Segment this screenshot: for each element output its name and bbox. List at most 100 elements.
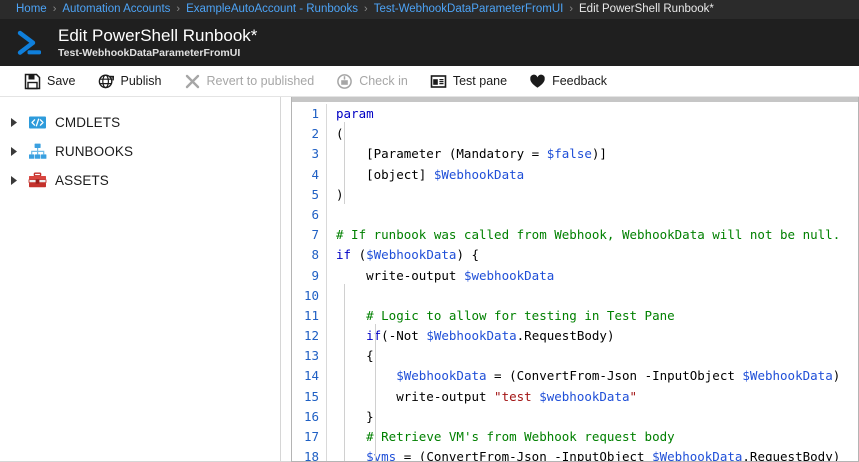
- code-line: 13 {: [292, 346, 858, 367]
- gutter-divider: [326, 144, 327, 165]
- check-in-icon: [336, 73, 359, 90]
- code-line: 6: [292, 204, 858, 226]
- sidebar-item-cmdlets[interactable]: CMDLETS: [0, 108, 280, 137]
- code-line-text: {: [327, 346, 374, 366]
- code-line-text: [327, 286, 336, 306]
- panel-splitter[interactable]: [281, 97, 291, 462]
- code-line-text: # Logic to allow for testing in Test Pan…: [327, 306, 675, 326]
- toolbar-check-in-button: Check in: [336, 66, 408, 96]
- library-sidebar: CMDLETS RUNBOOKS ASSETS: [0, 97, 281, 462]
- line-number: 14: [303, 368, 319, 384]
- code-token-plain: [336, 429, 366, 444]
- gutter-divider: [326, 366, 327, 387]
- code-token-var: $webhookData: [463, 267, 555, 283]
- code-token-plain: [Parameter (Mandatory =: [336, 146, 547, 162]
- code-line-text: }: [327, 407, 374, 427]
- gutter-divider: [326, 447, 327, 461]
- toolbar-test-pane-button[interactable]: Test pane: [430, 66, 507, 96]
- sidebar-item-runbooks[interactable]: RUNBOOKS: [0, 137, 280, 166]
- gutter-divider: [326, 164, 327, 185]
- breadcrumb-item[interactable]: ExampleAutoAccount - Runbooks: [186, 3, 359, 15]
- line-number: 17: [303, 429, 319, 444]
- code-line: 4 [object] $WebhookData: [292, 164, 858, 185]
- gutter-divider: [326, 124, 327, 145]
- breadcrumb-item[interactable]: Automation Accounts: [62, 3, 171, 15]
- sidebar-item-label: ASSETS: [55, 173, 109, 188]
- breadcrumb-separator-icon: ›: [569, 3, 573, 15]
- code-token-plain: ) {: [456, 247, 480, 263]
- breadcrumb-item[interactable]: Test-WebhookDataParameterFromUI: [373, 3, 564, 15]
- gutter-divider: [326, 265, 327, 286]
- indent-guide: [344, 122, 345, 204]
- code-line-text: [object] $WebhookData: [327, 165, 524, 185]
- code-line: 5): [292, 184, 858, 205]
- code-token-plain: )]: [591, 146, 607, 162]
- code-line-text: param: [327, 104, 374, 124]
- code-line-text: $vms = (ConvertFrom-Json -InputObject $W…: [327, 447, 840, 461]
- code-token-var: $WebhookData: [396, 368, 487, 384]
- breadcrumb-separator-icon: ›: [52, 3, 57, 15]
- code-token-cmt: # If runbook was called from Webhook, We…: [336, 227, 841, 243]
- code-token-plain: }: [336, 408, 374, 424]
- toolbar-item-label: Revert to published: [206, 74, 315, 88]
- toolbar-publish-button[interactable]: Publish: [98, 66, 162, 96]
- breadcrumb-separator-icon: ›: [176, 3, 181, 15]
- toolbar-item-label: Save: [47, 74, 76, 88]
- code-token-plain: ): [832, 368, 841, 384]
- code-token-plain: [336, 308, 366, 323]
- code-token-var: $WebhookData: [742, 368, 833, 384]
- code-line-text: write-output "test $webhookData": [327, 387, 637, 407]
- line-number: 16: [303, 408, 319, 424]
- code-token-str: "test: [494, 388, 540, 404]
- code-line-text: write-output $webhookData: [327, 266, 554, 286]
- powershell-logo-icon: [14, 27, 48, 59]
- toolbar-save-button[interactable]: Save: [24, 66, 76, 96]
- gutter-divider: [326, 406, 327, 427]
- page-title: Edit PowerShell Runbook*: [58, 26, 258, 45]
- code-token-plain: ): [336, 186, 344, 202]
- code-line: 17 # Retrieve VM's from Webhook request …: [292, 427, 858, 448]
- code-token-plain: .RequestBody): [742, 449, 841, 461]
- toolbar-revert-to-published-button: Revert to published: [184, 66, 315, 96]
- code-line: 16 }: [292, 406, 858, 427]
- code-line: 14 $WebhookData = (ConvertFrom-Json -Inp…: [292, 366, 858, 387]
- breadcrumb-item[interactable]: Home: [16, 3, 47, 15]
- code-token-kw: if: [366, 328, 382, 344]
- code-token-plain: write-output: [336, 267, 464, 283]
- chevron-right-icon[interactable]: [6, 144, 22, 160]
- line-number: 18: [303, 449, 319, 461]
- command-toolbar: Save Publish Revert to published Check in Te…: [0, 66, 859, 97]
- breadcrumb: Home › Automation Accounts › ExampleAutoAcco…: [0, 0, 859, 19]
- code-line: 9 write-output $webhookData: [292, 265, 858, 286]
- toolbar-feedback-button[interactable]: Feedback: [529, 66, 607, 96]
- line-number: 3: [311, 146, 319, 162]
- page-header: Edit PowerShell Runbook* Test-WebhookDat…: [0, 19, 859, 66]
- code-token-var: $vms: [366, 449, 397, 461]
- feedback-heart-icon: [529, 73, 552, 90]
- save-floppy-icon: [24, 73, 47, 90]
- code-line: 18 $vms = (ConvertFrom-Json -InputObject…: [292, 447, 858, 461]
- line-number: 7: [311, 227, 319, 243]
- code-line-text: [Parameter (Mandatory = $false)]: [327, 144, 607, 164]
- code-token-str: ": [629, 388, 638, 404]
- line-number: 2: [311, 126, 319, 142]
- test-pane-window-icon: [430, 73, 453, 90]
- line-number: 5: [311, 186, 319, 202]
- line-number: 10: [303, 287, 319, 303]
- code-token-plain: = (ConvertFrom-Json -InputObject: [486, 368, 743, 384]
- sidebar-item-label: RUNBOOKS: [55, 144, 134, 159]
- sidebar-item-assets[interactable]: ASSETS: [0, 166, 280, 195]
- page-subtitle: Test-WebhookDataParameterFromUI: [58, 47, 241, 59]
- chevron-right-icon[interactable]: [6, 173, 22, 189]
- toolbar-item-label: Test pane: [452, 74, 508, 88]
- gutter-divider: [326, 104, 327, 125]
- code-line-text: # If runbook was called from Webhook, We…: [327, 225, 840, 245]
- code-token-cmt: # Logic to allow for testing in Test Pan…: [366, 307, 675, 323]
- chevron-right-icon[interactable]: [6, 115, 22, 131]
- line-number: 13: [303, 348, 319, 364]
- line-number: 8: [311, 247, 319, 263]
